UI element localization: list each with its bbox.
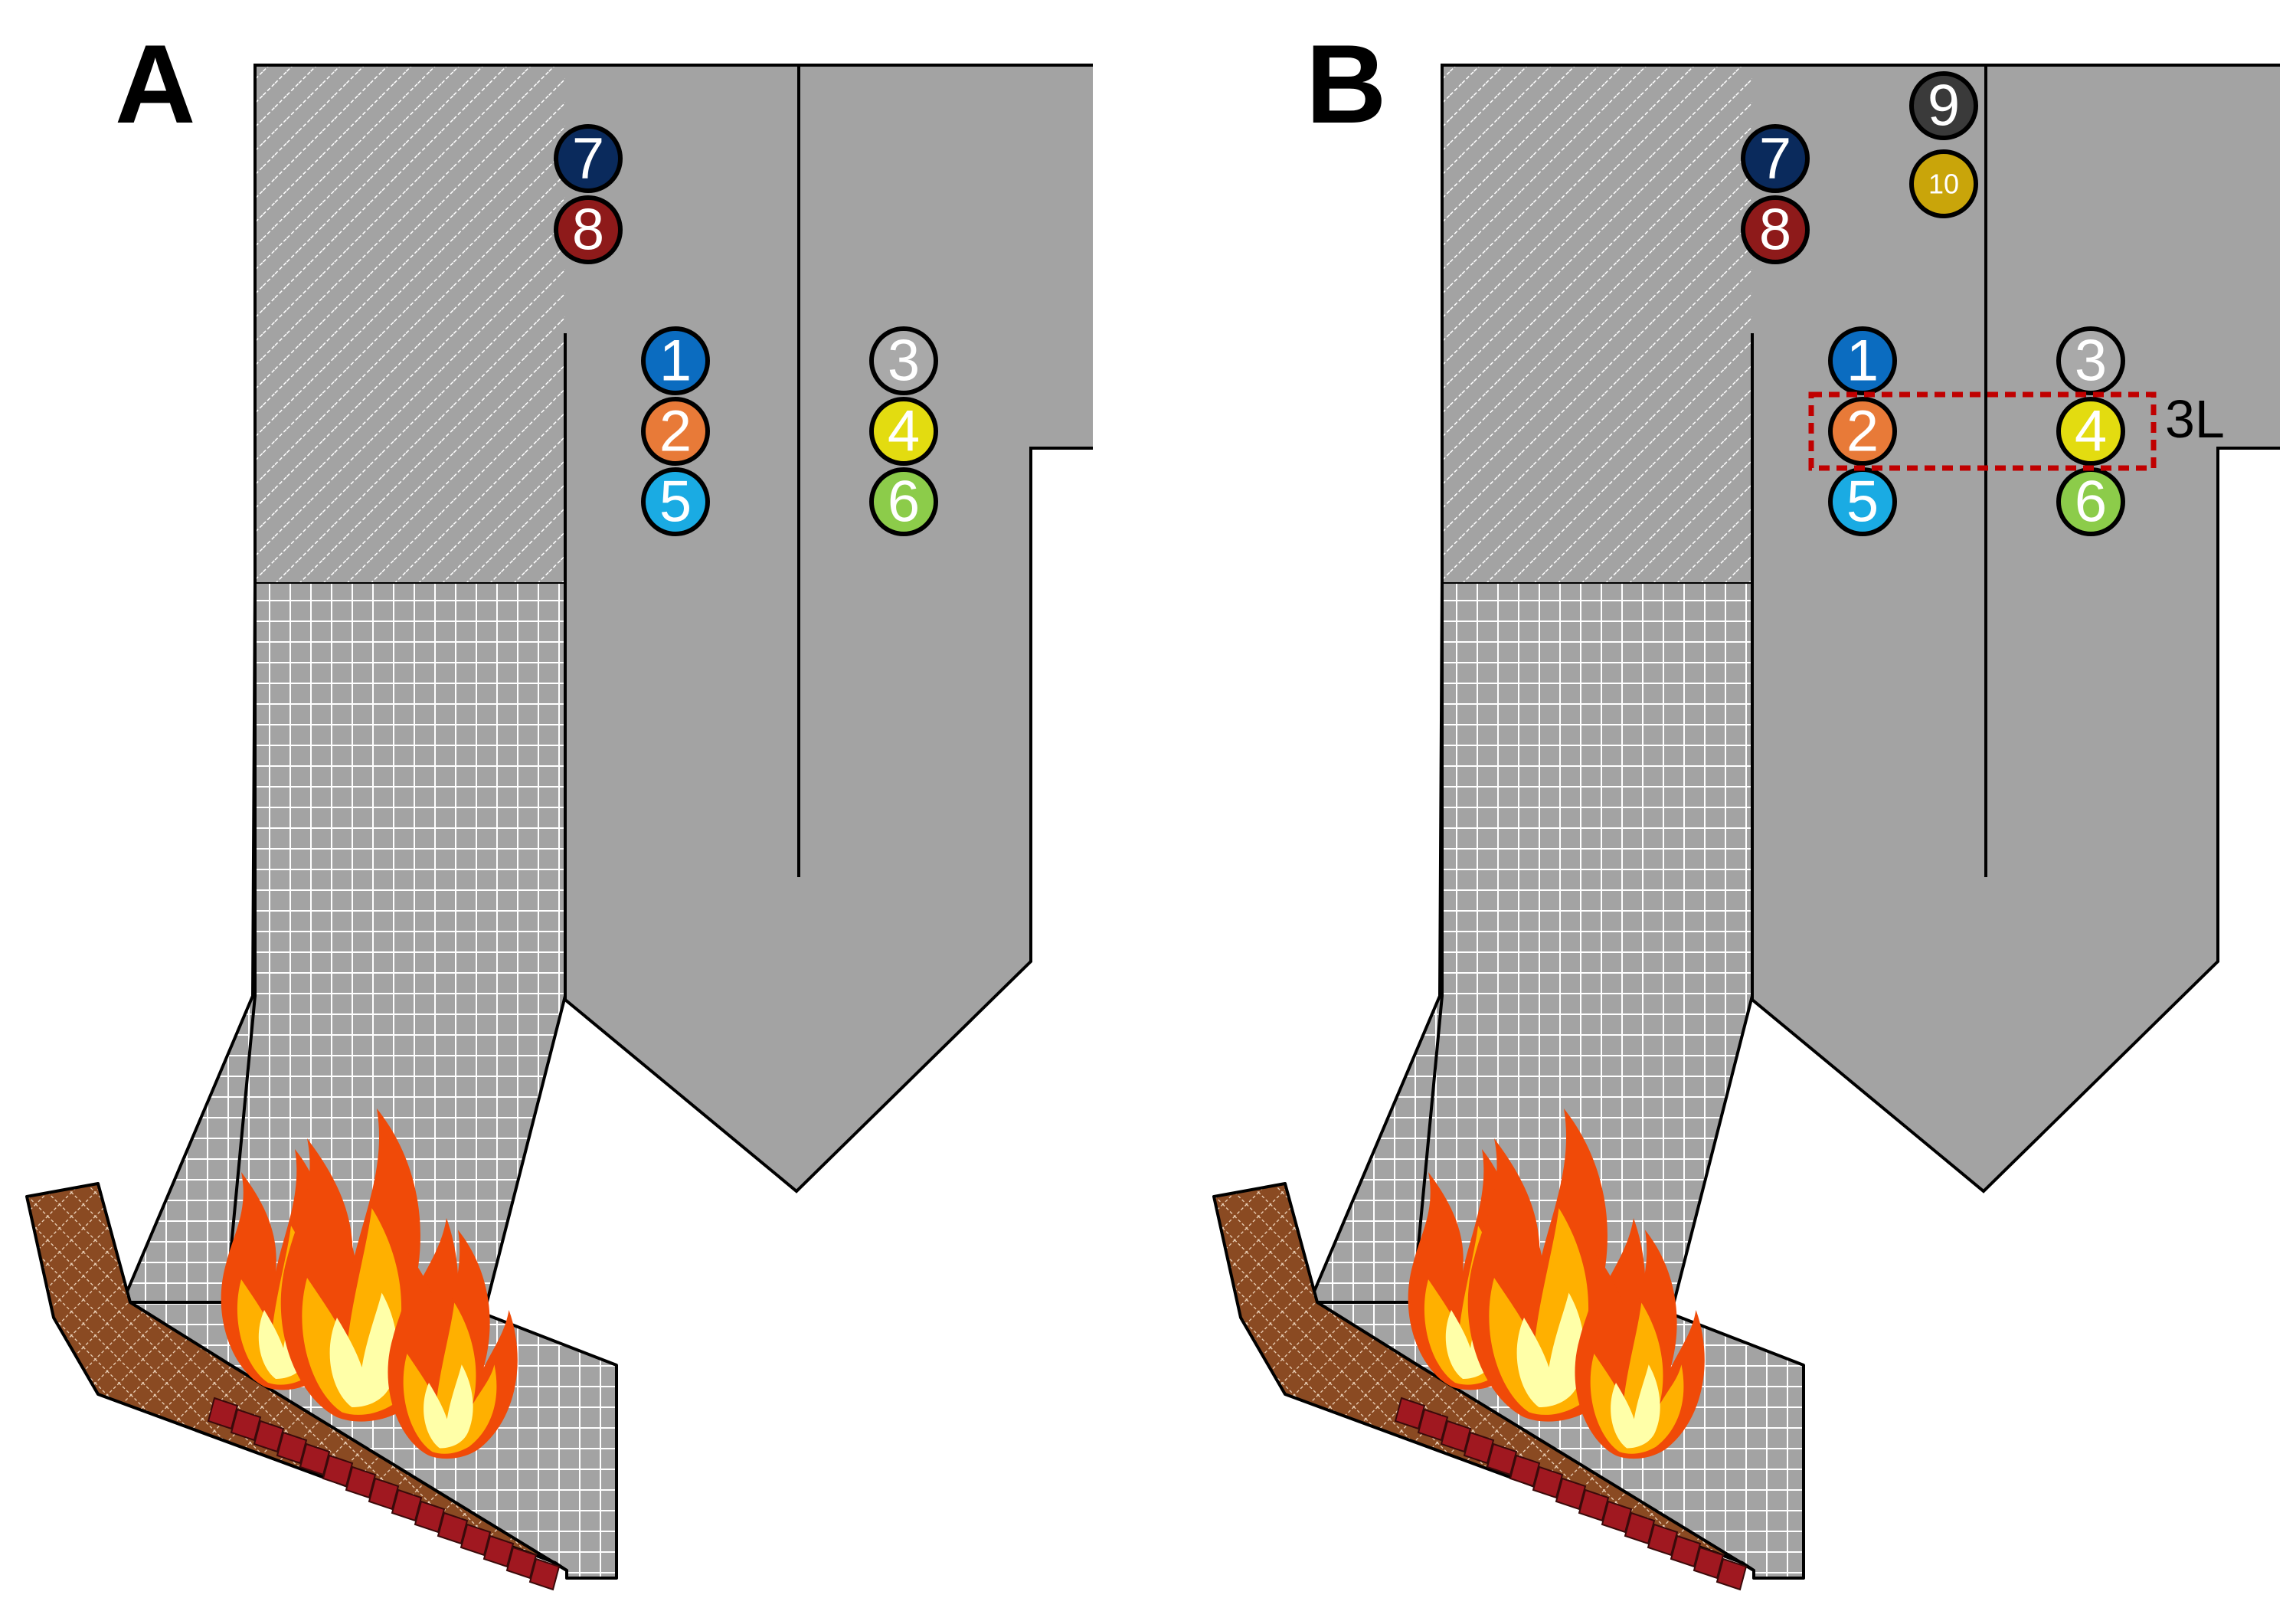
callout-label-3l: 3L — [2165, 389, 2225, 449]
marker-label: 5 — [1846, 470, 1879, 535]
marker-1-a: 1 — [641, 326, 710, 395]
marker-label: 1 — [1846, 329, 1879, 394]
marker-4-b: 4 — [2056, 397, 2125, 466]
marker-6-b: 6 — [2056, 467, 2125, 536]
marker-6-a: 6 — [869, 467, 938, 536]
marker-7-a: 7 — [554, 124, 623, 193]
marker-8-a: 8 — [554, 195, 623, 264]
marker-label: 3 — [2075, 329, 2107, 394]
marker-label: 4 — [888, 399, 920, 464]
marker-5-b: 5 — [1828, 467, 1897, 536]
marker-8-b: 8 — [1741, 195, 1810, 264]
marker-label: 6 — [888, 470, 920, 535]
marker-label: 7 — [1759, 126, 1791, 192]
panel-b: B 9 10 7 8 1 2 5 3 — [1214, 21, 2280, 1590]
marker-label: 3 — [888, 329, 920, 394]
boiler-drawing-b — [1214, 65, 2280, 1590]
marker-3-b: 3 — [2056, 326, 2125, 395]
panel-a: A 7 8 1 2 5 3 4 6 — [27, 21, 1093, 1590]
marker-1-b: 1 — [1828, 326, 1897, 395]
marker-label: 2 — [1846, 399, 1879, 464]
marker-3-a: 3 — [869, 326, 938, 395]
marker-label: 4 — [2075, 399, 2107, 464]
marker-label: 8 — [1759, 198, 1791, 263]
marker-7-b: 7 — [1741, 124, 1810, 193]
marker-label: 6 — [2075, 470, 2107, 535]
marker-9-b: 9 — [1909, 71, 1978, 140]
marker-label: 8 — [572, 198, 604, 263]
marker-label: 9 — [1928, 74, 1960, 139]
marker-10-b: 10 — [1909, 149, 1978, 218]
marker-label: 1 — [659, 329, 692, 394]
marker-5-a: 5 — [641, 467, 710, 536]
marker-label: 7 — [572, 126, 604, 192]
panel-label-a: A — [115, 21, 195, 146]
marker-2-a: 2 — [641, 397, 710, 466]
marker-4-a: 4 — [869, 397, 938, 466]
boiler-drawing-a — [27, 65, 1093, 1590]
marker-2-b: 2 — [1828, 397, 1897, 466]
callout-box-3l — [1808, 391, 2157, 471]
marker-label: 10 — [1928, 169, 1959, 200]
marker-label: 5 — [659, 470, 692, 535]
panel-label-b: B — [1306, 21, 1386, 146]
marker-label: 2 — [659, 399, 692, 464]
